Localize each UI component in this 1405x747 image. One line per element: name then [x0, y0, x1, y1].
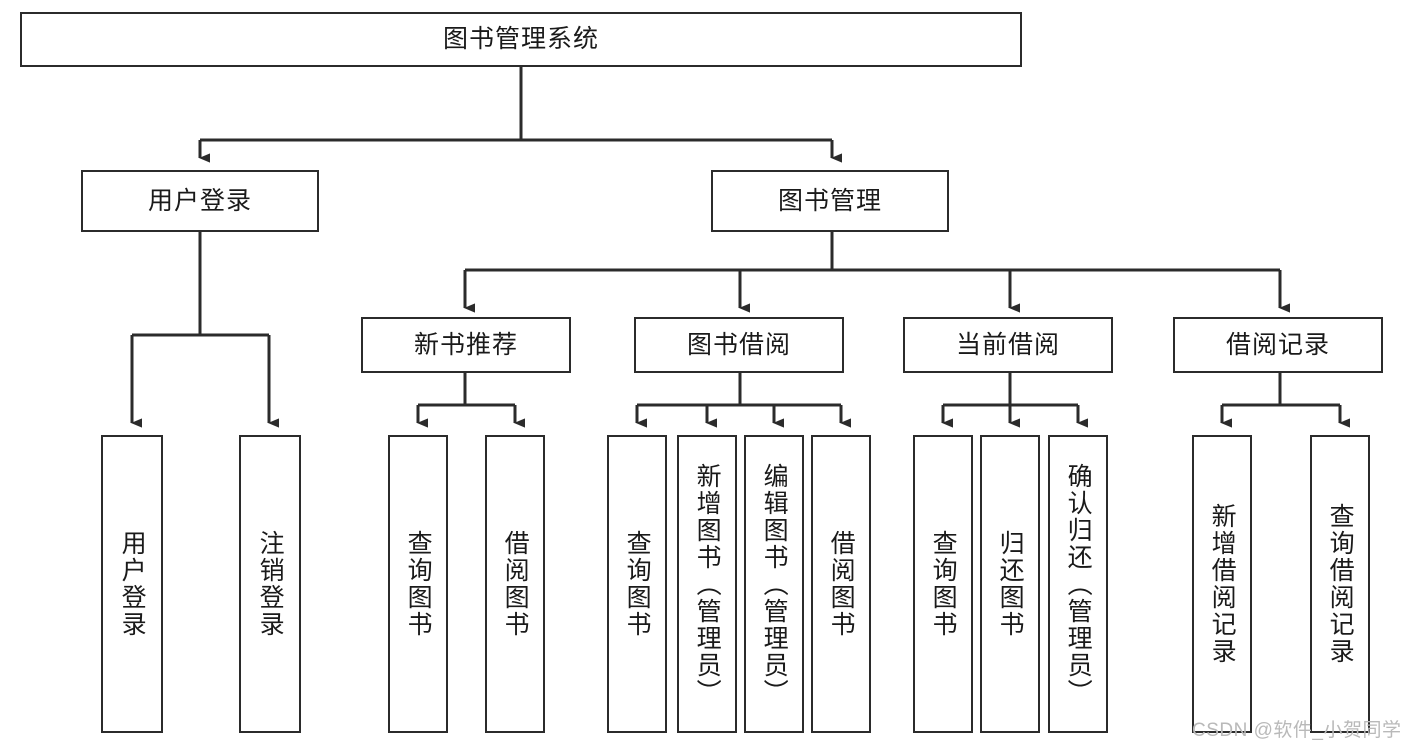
- node-leaf-query-book-b-label: 查询图书: [623, 530, 652, 638]
- node-borrow-record[interactable]: 借阅记录: [1173, 317, 1383, 373]
- node-leaf-borrow-book-a[interactable]: 借阅图书: [485, 435, 545, 733]
- node-new-book-recommend-label: 新书推荐: [413, 330, 518, 359]
- node-user-login[interactable]: 用户登录: [81, 170, 319, 232]
- node-leaf-return-book[interactable]: 归还图书: [980, 435, 1040, 733]
- node-leaf-return-book-label: 归还图书: [996, 530, 1025, 638]
- node-current-borrow[interactable]: 当前借阅: [903, 317, 1113, 373]
- node-leaf-add-book[interactable]: 新增图书（管理员）: [677, 435, 737, 733]
- node-borrow-record-label: 借阅记录: [1225, 330, 1330, 359]
- node-leaf-add-record-label: 新增借阅记录: [1208, 503, 1237, 665]
- node-book-management-label: 图书管理: [777, 186, 882, 215]
- node-leaf-user-logout[interactable]: 注销登录: [239, 435, 301, 733]
- node-leaf-edit-book[interactable]: 编辑图书（管理员）: [744, 435, 804, 733]
- node-root-label: 图书管理系统: [442, 25, 599, 54]
- node-leaf-query-book-b[interactable]: 查询图书: [607, 435, 667, 733]
- node-current-borrow-label: 当前借阅: [955, 330, 1060, 359]
- node-root[interactable]: 图书管理系统: [20, 12, 1022, 67]
- node-new-book-recommend[interactable]: 新书推荐: [361, 317, 571, 373]
- node-leaf-confirm-return[interactable]: 确认归还（管理员）: [1048, 435, 1108, 733]
- node-leaf-query-book-a-label: 查询图书: [404, 530, 433, 638]
- node-leaf-borrow-book-a-label: 借阅图书: [501, 530, 530, 638]
- node-leaf-query-record[interactable]: 查询借阅记录: [1310, 435, 1370, 733]
- node-leaf-edit-book-label: 编辑图书（管理员）: [760, 462, 789, 706]
- node-leaf-borrow-book-b[interactable]: 借阅图书: [811, 435, 871, 733]
- node-leaf-confirm-return-label: 确认归还（管理员）: [1064, 462, 1093, 706]
- node-leaf-user-login[interactable]: 用户登录: [101, 435, 163, 733]
- node-book-borrow-label: 图书借阅: [686, 330, 791, 359]
- node-leaf-borrow-book-b-label: 借阅图书: [827, 530, 856, 638]
- node-leaf-user-login-label: 用户登录: [118, 530, 147, 638]
- node-user-login-label: 用户登录: [147, 186, 252, 215]
- node-leaf-add-record[interactable]: 新增借阅记录: [1192, 435, 1252, 733]
- node-leaf-query-book-c[interactable]: 查询图书: [913, 435, 973, 733]
- csdn-watermark: CSDN @软件_小贺同学: [1192, 720, 1402, 741]
- node-leaf-add-book-label: 新增图书（管理员）: [693, 462, 722, 706]
- node-leaf-query-book-a[interactable]: 查询图书: [388, 435, 448, 733]
- node-book-management[interactable]: 图书管理: [711, 170, 949, 232]
- node-leaf-query-book-c-label: 查询图书: [929, 530, 958, 638]
- node-book-borrow[interactable]: 图书借阅: [634, 317, 844, 373]
- node-leaf-query-record-label: 查询借阅记录: [1326, 503, 1355, 665]
- node-leaf-user-logout-label: 注销登录: [256, 530, 285, 638]
